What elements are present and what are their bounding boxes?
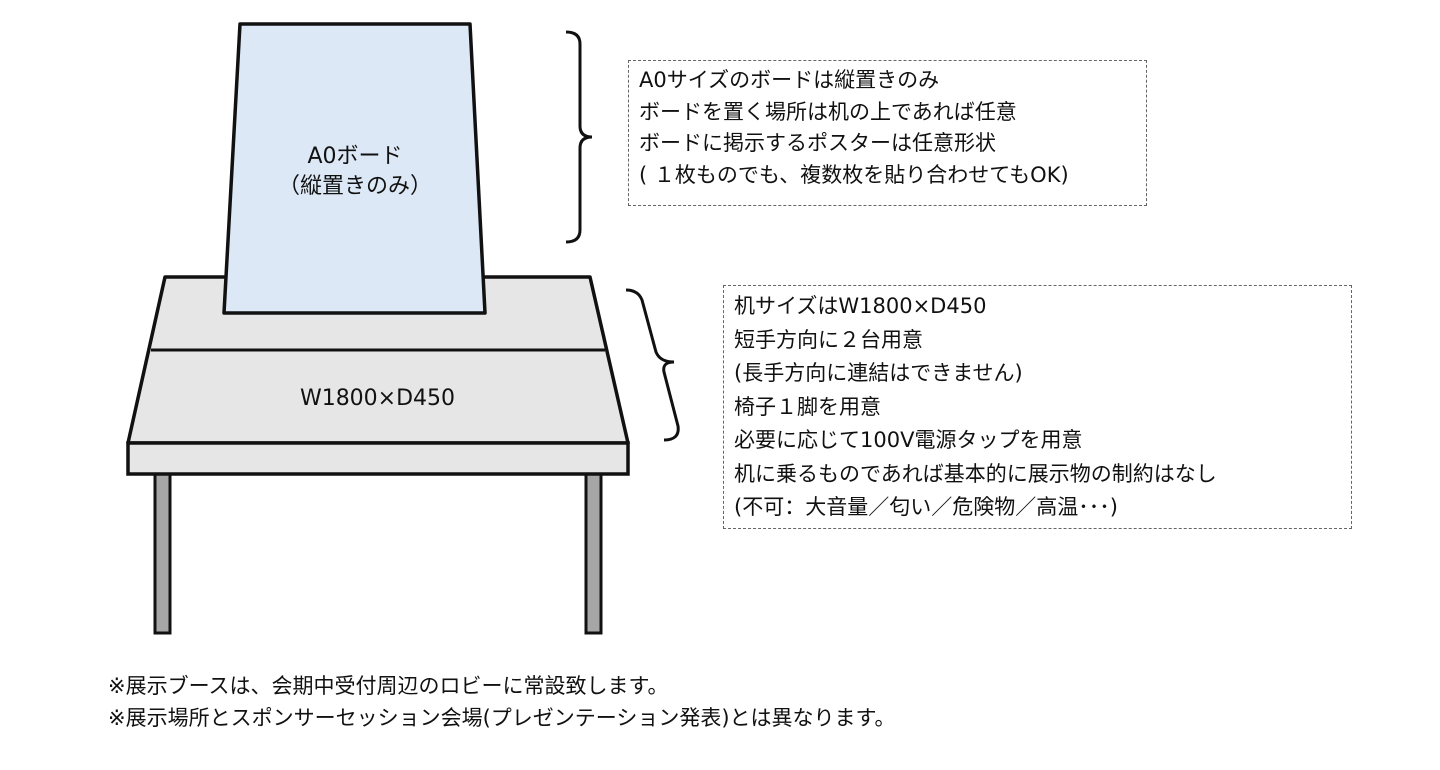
table-note-line: 短手方向に２台用意	[734, 327, 923, 352]
board-notes-box: A0サイズのボードは縦置きのみ ボードを置く場所は机の上であれば任意 ボードに掲…	[628, 60, 1147, 206]
table-note-line: 椅子１脚を用意	[734, 394, 881, 419]
table-leg-right	[584, 468, 603, 635]
a0-board	[222, 22, 487, 315]
bracket-board	[565, 30, 593, 244]
board-note-line: ボードを置く場所は机の上であれば任意	[639, 99, 1017, 124]
board-subtitle: （縦置きのみ）	[277, 174, 432, 199]
table-note-line: (不可：大音量／匂い／危険物／高温･･･)	[734, 495, 1118, 519]
board-note-line: ( １枚ものでも、複数枚を貼り合わせてもOK)	[639, 162, 1069, 187]
footnote-venue: ※展示場所とスポンサーセッション会場(プレゼンテーション発表)とは異なります。	[108, 706, 896, 730]
table-leg-left	[153, 468, 172, 635]
board-label: A0ボード （縦置きのみ）	[240, 142, 470, 202]
table-note-line: 机に乗るものであれば基本的に展示物の制約はなし	[734, 461, 1217, 486]
table-apron	[126, 441, 630, 476]
table-note-line: 机サイズはW1800×D450	[734, 294, 987, 318]
board-note-line: ボードに掲示するポスターは任意形状	[639, 131, 996, 155]
footnote-location: ※展示ブースは、会期中受付周辺のロビーに常設致します。	[108, 674, 669, 698]
bracket-table	[625, 288, 680, 442]
board-note-line: A0サイズのボードは縦置きのみ	[639, 68, 940, 92]
table-label: W1800×D450	[299, 386, 456, 411]
board-title: A0ボード	[307, 144, 403, 169]
table-note-line: (長手方向に連結はできません)	[734, 361, 1023, 385]
table-notes-box: 机サイズはW1800×D450 短手方向に２台用意 (長手方向に連結はできません…	[723, 285, 1352, 529]
table-note-line: 必要に応じて100V電源タップを用意	[734, 428, 1083, 452]
